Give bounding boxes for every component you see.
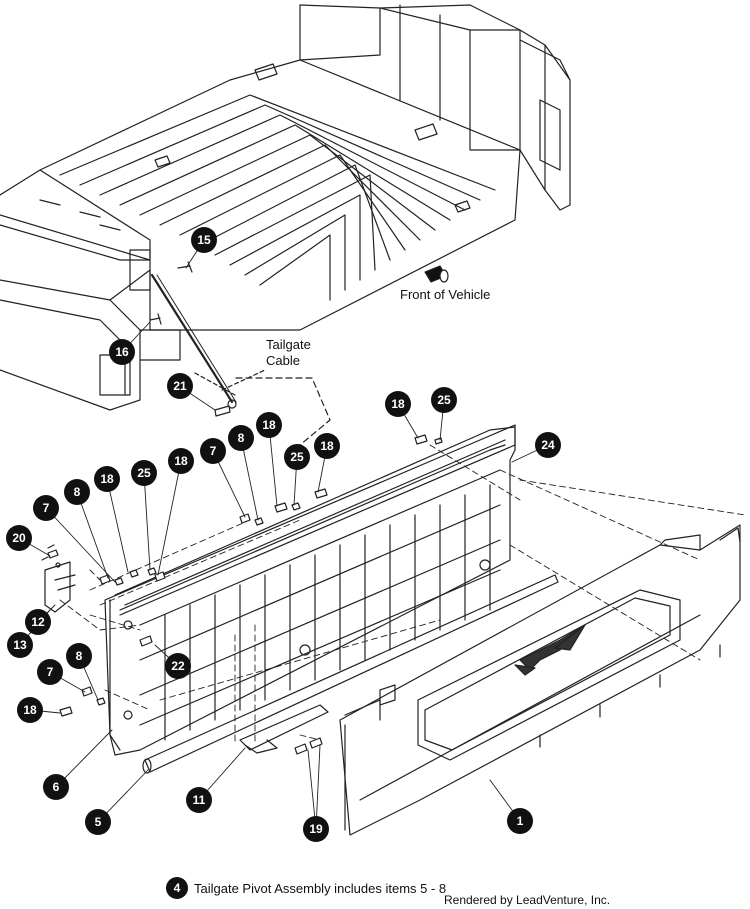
tailgate-cable-label-line1: Tailgate — [266, 337, 311, 352]
svg-text:19: 19 — [309, 822, 323, 836]
tailgate-cable-label-line2: Cable — [266, 353, 300, 368]
callout-25: 25 — [284, 444, 310, 470]
callout-16: 16 — [109, 339, 135, 365]
callout-18: 18 — [256, 412, 282, 438]
svg-text:25: 25 — [137, 466, 151, 480]
svg-text:18: 18 — [320, 439, 334, 453]
callout-19: 19 — [303, 816, 329, 842]
credit-text: Rendered by LeadVenture, Inc. — [444, 893, 610, 907]
svg-text:12: 12 — [31, 615, 45, 629]
svg-text:7: 7 — [210, 444, 217, 458]
svg-text:5: 5 — [95, 815, 102, 829]
svg-text:4: 4 — [174, 881, 181, 895]
callout-22: 22 — [165, 653, 191, 679]
svg-text:21: 21 — [173, 379, 187, 393]
svg-text:15: 15 — [197, 233, 211, 247]
callout-18: 18 — [314, 433, 340, 459]
svg-text:6: 6 — [53, 780, 60, 794]
callout-8: 8 — [66, 643, 92, 669]
svg-text:7: 7 — [47, 665, 54, 679]
svg-text:18: 18 — [391, 397, 405, 411]
footnote: 4 Tailgate Pivot Assembly includes items… — [166, 877, 610, 907]
svg-text:25: 25 — [290, 450, 304, 464]
svg-text:11: 11 — [193, 793, 206, 807]
callout-18: 18 — [168, 448, 194, 474]
callout-11: 11 — [186, 787, 212, 813]
svg-text:18: 18 — [100, 472, 114, 486]
assembly-lines — [59, 444, 746, 746]
callout-15: 15 — [191, 227, 217, 253]
svg-text:7: 7 — [43, 501, 50, 515]
svg-text:8: 8 — [76, 649, 83, 663]
callout-7: 7 — [200, 438, 226, 464]
callout-7: 7 — [33, 495, 59, 521]
footnote-text: Tailgate Pivot Assembly includes items 5… — [194, 881, 446, 896]
callout-8: 8 — [64, 479, 90, 505]
svg-text:22: 22 — [171, 659, 185, 673]
tailgate-inner-frame — [104, 424, 559, 774]
tailgate-outer-panel — [339, 524, 741, 836]
callout-25: 25 — [131, 460, 157, 486]
callout-18: 18 — [17, 697, 43, 723]
callout-18: 18 — [385, 391, 411, 417]
cargo-bed — [0, 4, 571, 446]
callout-6: 6 — [43, 774, 69, 800]
callout-18: 18 — [94, 466, 120, 492]
callout-badges: 15 16 21 18 25 24 7 8 18 25 18 18 8 18 2… — [6, 227, 561, 842]
svg-text:20: 20 — [12, 531, 26, 545]
callout-8: 8 — [228, 425, 254, 451]
svg-text:1: 1 — [517, 814, 524, 828]
callout-13: 13 — [7, 632, 33, 658]
callout-1: 1 — [507, 808, 533, 834]
svg-text:18: 18 — [174, 454, 188, 468]
text-labels: Front of Vehicle Tailgate Cable — [266, 287, 490, 368]
svg-text:25: 25 — [437, 393, 451, 407]
callout-24: 24 — [535, 432, 561, 458]
callout-21: 21 — [167, 373, 193, 399]
callout-7: 7 — [37, 659, 63, 685]
footnote-badge: 4 — [166, 877, 188, 899]
svg-text:18: 18 — [23, 703, 37, 717]
callout-25: 25 — [431, 387, 457, 413]
callout-20: 20 — [6, 525, 32, 551]
svg-text:13: 13 — [13, 638, 27, 652]
svg-text:16: 16 — [115, 345, 129, 359]
hinge-bracket — [41, 544, 76, 613]
callout-12: 12 — [25, 609, 51, 635]
svg-text:8: 8 — [238, 431, 245, 445]
svg-text:24: 24 — [541, 438, 555, 452]
svg-text:8: 8 — [74, 485, 81, 499]
front-of-vehicle-label: Front of Vehicle — [400, 287, 490, 302]
callout-5: 5 — [85, 809, 111, 835]
svg-text:18: 18 — [262, 418, 276, 432]
